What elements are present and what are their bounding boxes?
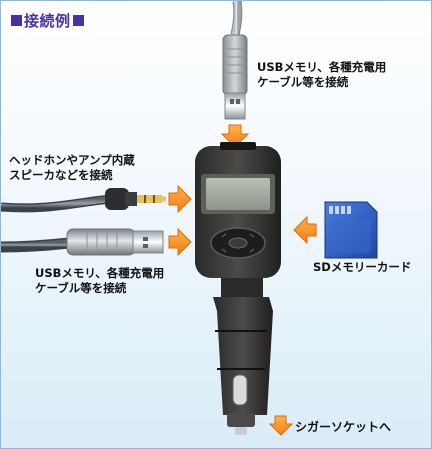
arrow-left-sd-icon — [293, 215, 317, 245]
label-headphone-line2: スピーカなどを接続 — [9, 168, 113, 182]
headphone-cable — [1, 188, 166, 213]
sd-card-image — [324, 201, 378, 259]
title-square-left-icon — [11, 15, 22, 26]
title-square-right-icon — [72, 15, 84, 26]
section-title: 接続例 — [9, 10, 86, 31]
left-usb-cable — [1, 228, 164, 256]
arrow-down-cigar-icon — [268, 415, 294, 436]
arrow-right-headphone-icon — [168, 184, 192, 214]
top-usb-cable — [222, 1, 248, 120]
arrow-down-top-icon — [220, 124, 250, 148]
label-usb-top-line1: USBメモリ、各種充電用 — [257, 60, 387, 74]
label-headphone-line1: ヘッドホンやアンプ内蔵 — [9, 153, 135, 167]
label-usb-top-line2: ケーブル等を接続 — [257, 75, 349, 89]
label-usb-left-line2: ケーブル等を接続 — [35, 281, 127, 295]
label-usb-top: USBメモリ、各種充電用 ケーブル等を接続 — [257, 60, 386, 90]
label-cigar-socket: シガーソケットへ — [295, 420, 392, 434]
label-sd-card: SDメモリーカード — [313, 260, 412, 274]
label-usb-left: USBメモリ、各種充電用 ケーブル等を接続 — [35, 266, 164, 296]
label-headphone: ヘッドホンやアンプ内蔵 スピーカなどを接続 — [9, 153, 135, 183]
fm-transmitter-device — [195, 142, 281, 435]
label-usb-left-line1: USBメモリ、各種充電用 — [35, 266, 165, 280]
arrow-right-usb-icon — [168, 227, 192, 257]
title-text: 接続例 — [24, 12, 71, 30]
